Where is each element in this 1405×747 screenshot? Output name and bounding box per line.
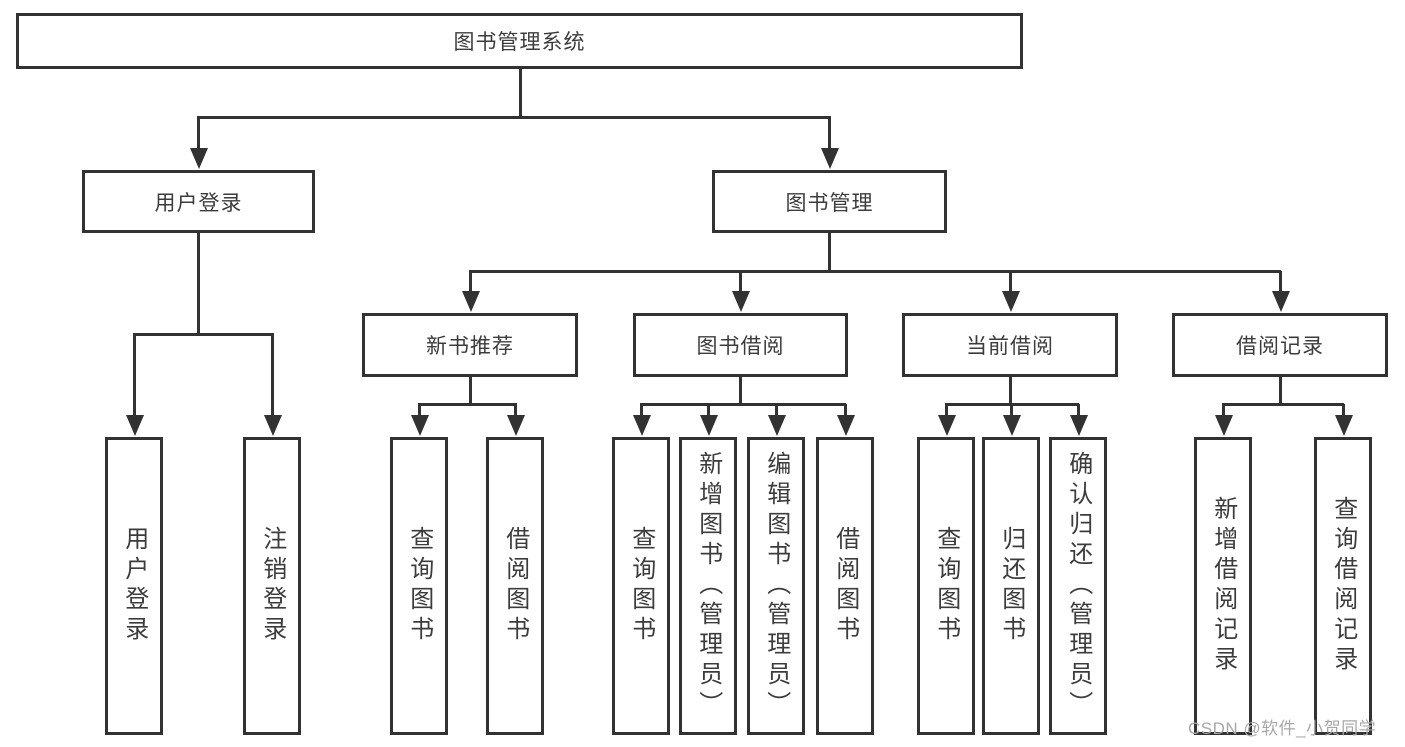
node-leaf-query-book: 查询图书 — [917, 437, 975, 735]
arrow-to-book-borrow — [731, 271, 750, 312]
node-label: 借阅图书 — [501, 526, 529, 646]
node-leaf-add-borrow-record: 新增借阅记录 — [1194, 437, 1252, 735]
node-leaf-borrow-book: 借阅图书 — [486, 437, 544, 735]
node-label: 图书借阅 — [696, 335, 785, 358]
node-label: 查询图书 — [405, 526, 433, 646]
connector-level3-branch — [469, 270, 1281, 273]
connector-borrow-records-branch — [1222, 403, 1344, 406]
connector-current-borrow-stub — [1009, 377, 1012, 405]
node-label: 图书管理 — [785, 191, 874, 215]
arrow-to-leaf — [506, 404, 525, 436]
node-leaf-confirm-return-admin: 确认归还（管理员） — [1049, 437, 1107, 735]
arrow-to-leaf — [1002, 404, 1021, 436]
node-label: 用户登录 — [154, 191, 243, 215]
node-leaf-user-login: 用户登录 — [105, 437, 163, 735]
node-label: 新增借阅记录 — [1209, 496, 1237, 676]
node-current-borrow: 当前借阅 — [902, 313, 1118, 377]
node-leaf-query-book: 查询图书 — [390, 437, 448, 735]
arrow-to-leaf — [1069, 404, 1088, 436]
node-new-book-recommend: 新书推荐 — [362, 313, 578, 377]
csdn-watermark: CSDN @软件_小贺同学 — [1188, 719, 1377, 738]
node-label: 新书推荐 — [426, 335, 514, 358]
arrow-to-leaf — [937, 404, 956, 436]
arrow-to-new-book — [461, 271, 480, 312]
arrow-to-borrow-records — [1271, 271, 1290, 312]
connector-user-login-stub — [197, 233, 200, 335]
node-label: 归还图书 — [997, 526, 1025, 646]
arrow-to-user-login — [189, 117, 208, 169]
arrow-to-leaf — [410, 404, 429, 436]
node-label: 查询借阅记录 — [1329, 496, 1357, 676]
node-label: 查询图书 — [932, 526, 960, 646]
arrow-to-leaf — [699, 404, 718, 436]
arrow-to-leaf — [1214, 404, 1233, 436]
node-user-login: 用户登录 — [82, 170, 315, 233]
connector-book-borrow-stub — [739, 377, 742, 405]
node-library-management-system: 图书管理系统 — [16, 13, 1023, 69]
arrow-to-leaf — [1334, 404, 1353, 436]
node-book-management: 图书管理 — [712, 170, 947, 233]
node-label: 图书管理系统 — [453, 31, 586, 54]
node-label: 用户登录 — [120, 526, 148, 646]
arrow-to-current-borrow — [1001, 271, 1020, 312]
node-leaf-borrow-book: 借阅图书 — [816, 437, 874, 735]
node-label: 确认归还（管理员） — [1064, 451, 1092, 721]
node-leaf-logout: 注销登录 — [243, 437, 301, 735]
node-borrow-records: 借阅记录 — [1172, 313, 1388, 377]
connector-new-book-stub — [469, 377, 472, 405]
node-label: 新增图书（管理员） — [694, 451, 722, 721]
connector-book-management-stub — [828, 233, 831, 273]
arrow-to-book-management — [820, 117, 839, 169]
connector-borrow-records-stub — [1279, 377, 1282, 405]
arrow-to-leaf — [767, 404, 786, 436]
node-label: 借阅图书 — [831, 526, 859, 646]
node-label: 借阅记录 — [1236, 335, 1324, 358]
node-leaf-return-book: 归还图书 — [982, 437, 1040, 735]
connector-root-stub — [519, 69, 522, 119]
node-leaf-add-book-admin: 新增图书（管理员） — [679, 437, 737, 735]
node-book-borrow: 图书借阅 — [633, 313, 848, 377]
node-label: 查询图书 — [627, 526, 655, 646]
node-leaf-query-book: 查询图书 — [612, 437, 670, 735]
connector-level2-branch — [197, 116, 831, 119]
connector-new-book-branch — [418, 403, 517, 406]
arrow-to-leaf-logout — [263, 334, 282, 436]
node-label: 注销登录 — [258, 526, 286, 646]
node-leaf-query-borrow-record: 查询借阅记录 — [1314, 437, 1372, 735]
arrow-to-leaf — [632, 404, 651, 436]
node-leaf-edit-book-admin: 编辑图书（管理员） — [747, 437, 805, 735]
arrow-to-leaf — [836, 404, 855, 436]
connector-user-login-branch — [133, 333, 274, 336]
node-label: 编辑图书（管理员） — [762, 451, 790, 721]
connector-book-borrow-branch — [640, 403, 846, 406]
node-label: 当前借阅 — [966, 335, 1054, 358]
arrow-to-leaf-login — [125, 334, 144, 436]
